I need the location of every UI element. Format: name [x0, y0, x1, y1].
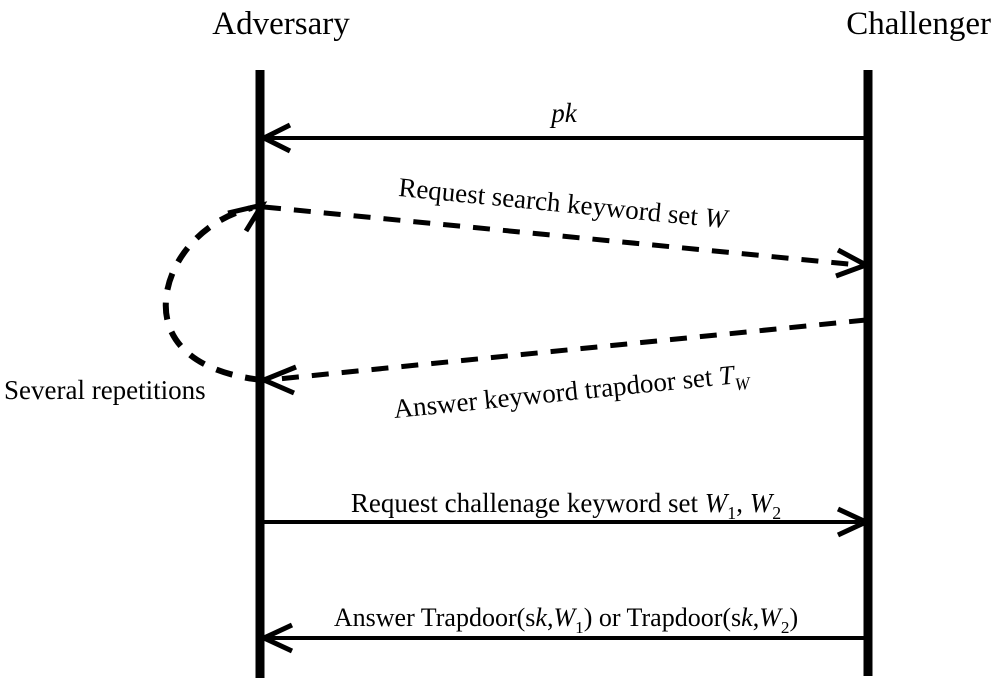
repetition-loop-arrowhead — [227, 201, 268, 233]
message-answer-trapdoor-label: Answer Trapdoor(sk,W1) or Trapdoor(sk,W2… — [334, 603, 798, 637]
side-note-several-repetitions: Several repetitions — [4, 375, 206, 405]
message-request-challenage-keyword: Request challenage keyword set W1, W2 — [264, 488, 872, 538]
message-request-search-keyword-arrowhead — [835, 247, 873, 279]
message-request-challenage-keyword-arrowhead — [836, 506, 872, 538]
actor-label-adversary: Adversary — [212, 6, 350, 42]
message-answer-trapdoor: Answer Trapdoor(sk,W1) or Trapdoor(sk,W2… — [258, 603, 866, 654]
message-pk: pk — [258, 98, 866, 154]
message-answer-trapdoor-arrowhead — [258, 622, 294, 654]
message-answer-keyword-trapdoor-arrowhead — [257, 364, 297, 396]
actor-label-challenger: Challenger — [846, 6, 991, 42]
message-pk-label: pk — [549, 98, 578, 128]
message-answer-keyword-trapdoor-line — [267, 317, 867, 383]
repetition-loop — [162, 201, 268, 383]
message-pk-arrowhead — [258, 122, 292, 154]
message-request-challenage-keyword-label: Request challenage keyword set W1, W2 — [351, 488, 781, 523]
message-request-search-keyword-line — [263, 204, 859, 268]
